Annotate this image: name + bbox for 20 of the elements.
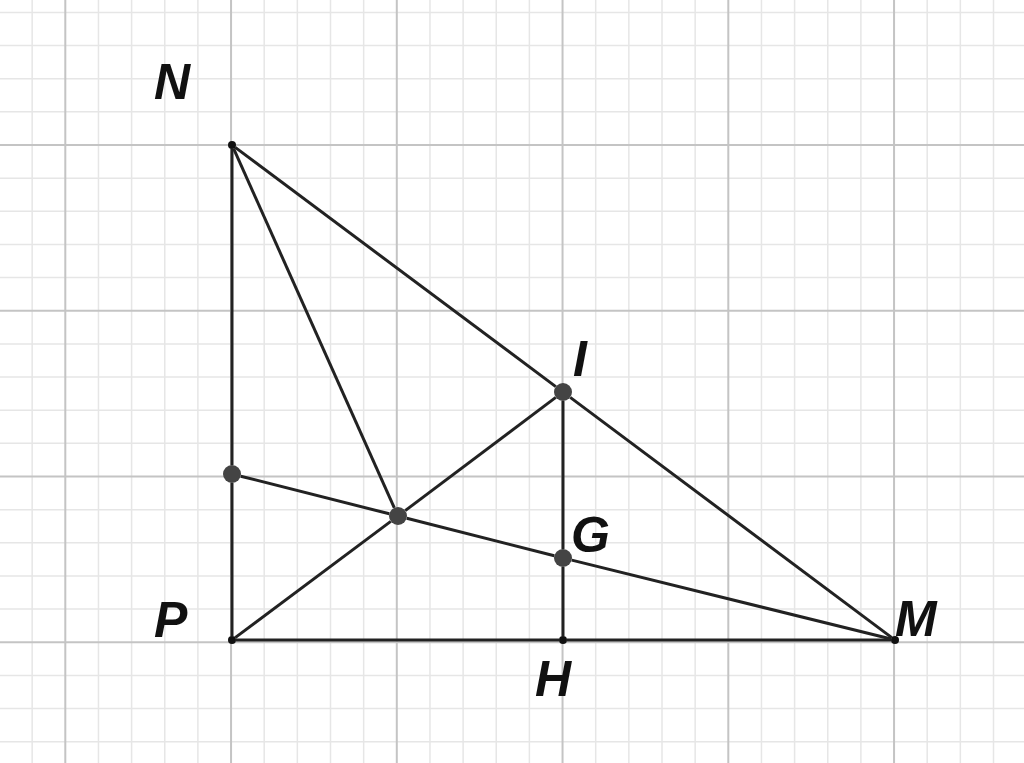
line-segment <box>561 401 565 549</box>
line-segment <box>406 516 555 558</box>
point-label: I <box>573 334 587 384</box>
line-segment <box>240 474 390 516</box>
point-label: P <box>154 595 188 645</box>
line-segment <box>234 146 557 388</box>
line-segment <box>561 567 565 636</box>
line-segment <box>230 149 234 465</box>
line-segment <box>236 638 559 642</box>
line-segment <box>232 148 396 509</box>
point-label: N <box>154 57 191 107</box>
line-segment <box>404 396 557 512</box>
line-segment <box>567 638 891 642</box>
point-label: H <box>535 654 572 704</box>
point-label: M <box>895 594 937 644</box>
line-segment <box>569 396 893 639</box>
line-segment <box>234 520 392 639</box>
line-segment <box>571 558 892 641</box>
line-segment <box>230 483 234 636</box>
point-label: G <box>571 510 610 560</box>
